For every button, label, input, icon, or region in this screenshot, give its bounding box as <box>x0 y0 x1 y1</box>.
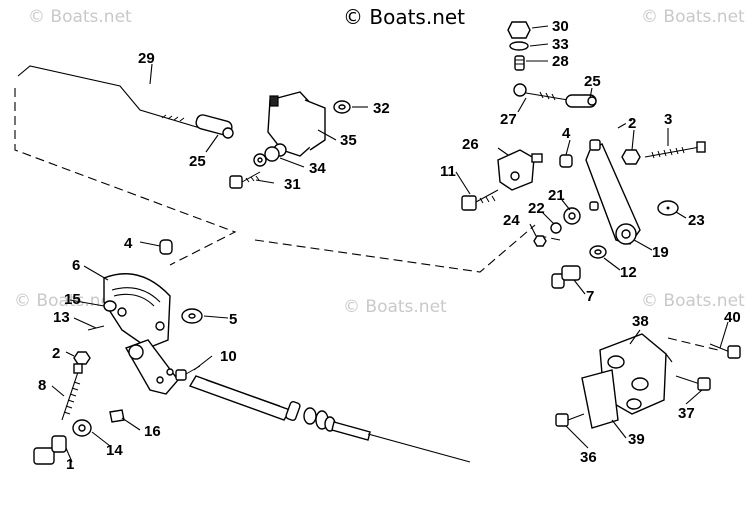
watermark-main: © Boats.net <box>343 5 465 29</box>
callout-19: 19 <box>652 244 669 261</box>
part-30-nut <box>507 21 531 39</box>
callout-31: 31 <box>284 176 301 193</box>
callout-34: 34 <box>309 160 326 177</box>
callout-37: 37 <box>678 405 695 422</box>
part-36-screw <box>555 413 585 427</box>
callout-labels: 29 25 32 35 34 31 30 33 28 27 25 26 11 4… <box>38 18 741 473</box>
part-39-plate <box>581 369 619 429</box>
part-40-screw <box>709 343 741 359</box>
callout-22: 22 <box>528 200 545 217</box>
callout-25-left: 25 <box>189 153 206 170</box>
part-2-nut-right <box>621 149 641 165</box>
callout-1: 1 <box>66 456 74 473</box>
callout-38: 38 <box>632 313 649 330</box>
watermark-faint-center: © Boats.net <box>343 297 447 317</box>
part-11-screw <box>461 189 499 211</box>
watermark-faint-top-right: © Boats.net <box>641 7 745 27</box>
part-22-washer <box>550 222 562 234</box>
callout-21: 21 <box>548 187 565 204</box>
part-lever-arm <box>124 339 179 395</box>
callout-40: 40 <box>724 309 741 326</box>
part-3-screw-right <box>644 141 706 159</box>
callout-8: 8 <box>38 377 46 394</box>
callout-15: 15 <box>64 291 81 308</box>
callout-25-right: 25 <box>584 73 601 90</box>
throttle-cable <box>188 375 471 463</box>
callout-36: 36 <box>580 449 597 466</box>
part-34-spacer <box>253 146 280 167</box>
callout-33: 33 <box>552 36 569 53</box>
callout-28: 28 <box>552 53 569 70</box>
callout-29: 29 <box>138 50 155 67</box>
part-16-clip <box>109 409 125 423</box>
callout-2-left: 2 <box>52 345 60 362</box>
part-25-rod-end-right <box>565 94 597 108</box>
part-12-washer <box>589 245 607 259</box>
callout-10: 10 <box>220 348 237 365</box>
part-38-housing <box>599 333 673 415</box>
part-35-bracket <box>267 91 326 157</box>
part-27-link-rod <box>513 83 569 101</box>
callout-4-left: 4 <box>124 235 133 252</box>
leader-lines <box>51 25 729 463</box>
callout-27: 27 <box>500 111 517 128</box>
part-32-washer <box>333 100 351 114</box>
callout-24: 24 <box>503 212 520 229</box>
part-2-nut-left <box>73 351 91 365</box>
callout-32: 32 <box>373 100 390 117</box>
callout-7: 7 <box>586 288 594 305</box>
callout-4-right: 4 <box>562 125 571 142</box>
part-15-washer <box>103 300 117 312</box>
watermark-faint-top-left: © Boats.net <box>28 7 132 27</box>
callout-14: 14 <box>106 442 123 459</box>
part-37-screw <box>675 375 711 391</box>
part-6-sector-plate <box>103 273 171 349</box>
part-31-screw <box>229 171 261 189</box>
callout-12: 12 <box>620 264 637 281</box>
part-25-rod-end-left <box>195 114 234 139</box>
part-28-stud <box>514 55 525 71</box>
callout-23: 23 <box>688 212 705 229</box>
callout-26: 26 <box>462 136 479 153</box>
part-21-bushing <box>563 201 599 225</box>
part-4-pin-right <box>559 154 573 168</box>
callout-5: 5 <box>229 311 237 328</box>
part-14-washer <box>72 419 92 437</box>
callout-30: 30 <box>552 18 569 35</box>
part-23-washer <box>657 200 679 216</box>
part-33-washer <box>509 41 529 51</box>
callout-6: 6 <box>72 257 80 274</box>
part-4-pin-left <box>159 239 173 255</box>
part-5-washer <box>181 308 203 324</box>
part-26-block <box>497 149 543 191</box>
callout-3: 3 <box>664 111 672 128</box>
part-1-bolt <box>33 435 67 465</box>
callout-39: 39 <box>628 431 645 448</box>
watermark-faint-left: © Boats.net <box>14 291 118 311</box>
callout-11: 11 <box>440 163 456 180</box>
part-8-bolt <box>61 363 83 421</box>
part-10-bolt <box>175 365 201 381</box>
callout-2-right: 2 <box>628 115 636 132</box>
part-24-nut <box>533 235 547 247</box>
part-19-lever <box>585 139 641 245</box>
part-29-throttle-rod <box>17 65 201 129</box>
watermark-faint-right: © Boats.net <box>641 291 745 311</box>
callout-13: 13 <box>53 309 70 326</box>
part-7-bolt <box>551 265 581 289</box>
callout-16: 16 <box>144 423 161 440</box>
callout-35: 35 <box>340 132 357 149</box>
